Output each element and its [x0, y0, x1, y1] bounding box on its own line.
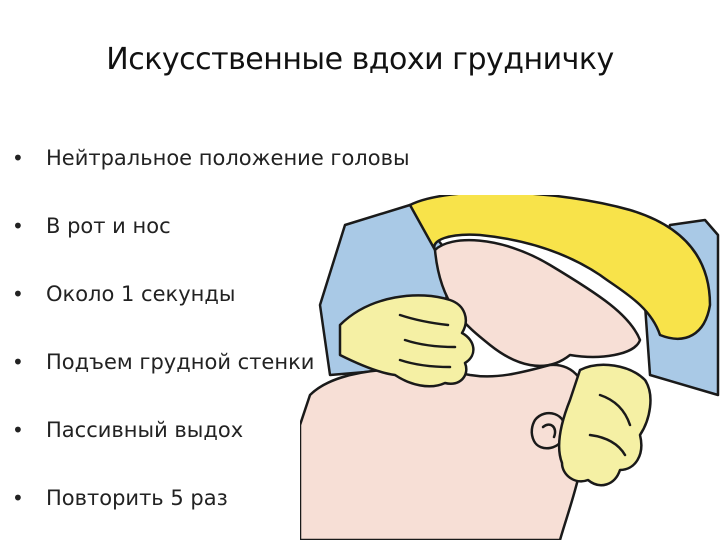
rescuer-right-hand [557, 363, 652, 487]
bullet-item: • Пассивный выдох [12, 412, 412, 480]
bullet-icon: • [12, 486, 24, 510]
bullet-icon: • [12, 146, 24, 170]
bullet-icon: • [12, 282, 24, 306]
bullet-item: • Около 1 секунды [12, 276, 412, 344]
bullet-item: • В рот и нос [12, 208, 412, 276]
bullet-text: Пассивный выдох [46, 418, 244, 442]
bullet-text: Подъем грудной стенки [46, 350, 315, 374]
bullet-item: • Подъем грудной стенки [12, 344, 412, 412]
bullet-text: Около 1 секунды [46, 282, 236, 306]
bullet-icon: • [12, 214, 24, 238]
bullet-icon: • [12, 350, 24, 374]
rescuer-hair [408, 195, 712, 340]
bullet-list: • Нейтральное положение головы • В рот и… [12, 140, 412, 548]
infant-ear [530, 411, 567, 450]
slide-title: Искусственные вдохи грудничку [106, 42, 614, 77]
rescuer-face [433, 238, 642, 368]
bullet-text: В рот и нос [46, 214, 171, 238]
bullet-icon: • [12, 418, 24, 442]
bullet-text: Повторить 5 раз [46, 486, 228, 510]
infant-rescue-breathing-illustration [300, 195, 720, 540]
bullet-item: • Повторить 5 раз [12, 480, 412, 548]
bullet-text: Нейтральное положение головы [46, 146, 410, 170]
bullet-item: • Нейтральное положение головы [12, 140, 412, 208]
